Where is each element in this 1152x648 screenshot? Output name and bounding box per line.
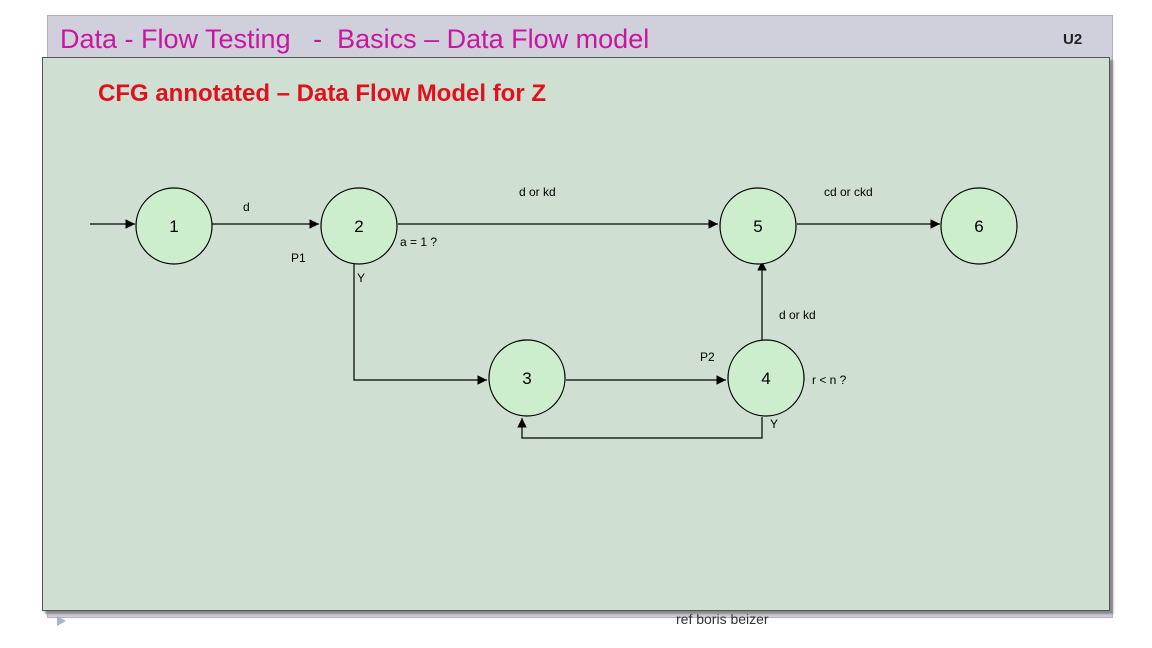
slide-code: U2 [1063,31,1083,48]
label-cd-or-ckd: cd or ckd [824,185,873,199]
label-p1: P1 [291,251,306,265]
node-1: 1 [135,187,213,265]
diagram-heading: CFG annotated – Data Flow Model for Z [98,80,547,107]
node-6: 6 [940,187,1018,265]
label-r-lt-n: r < n ? [812,373,847,387]
label-y2: Y [770,417,778,431]
label-d: d [243,200,250,214]
node-1-label: 1 [169,217,178,236]
node-6-label: 6 [974,217,983,236]
edge-4-to-3 [517,417,763,439]
footer-text: ref boris beizer [676,611,769,627]
label-a-eq-1: a = 1 ? [400,235,437,249]
node-4-label: 4 [761,369,770,388]
node-3: 3 [488,339,566,417]
content-panel [42,57,1110,611]
node-2: 2 [320,187,398,265]
node-5-label: 5 [753,217,762,236]
label-y1: Y [357,271,365,285]
footer-arrow-icon [57,616,66,626]
node-2-label: 2 [354,217,363,236]
label-p2: P2 [700,350,715,364]
slide-title: Data - Flow Testing - Basics – Data Flow… [60,24,650,54]
label-d-or-kd-top: d or kd [519,185,556,199]
edge-2-to-3 [353,262,487,385]
label-d-or-kd-right: d or kd [779,308,816,322]
node-3-label: 3 [522,369,531,388]
node-4: 4 [727,339,805,417]
node-5: 5 [719,187,797,265]
